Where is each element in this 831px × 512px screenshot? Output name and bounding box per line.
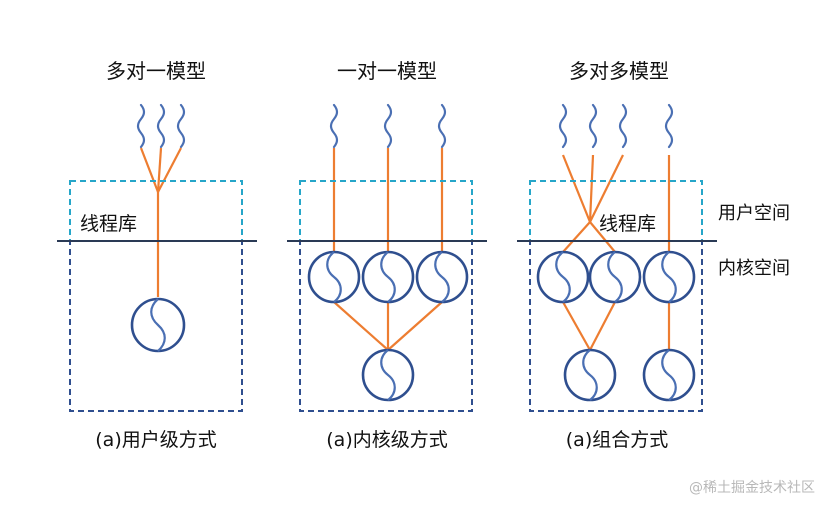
user-thread-icon bbox=[156, 103, 166, 149]
thread-library-label: 线程库 bbox=[599, 213, 656, 235]
kernel-thread-icon bbox=[588, 250, 642, 304]
mapping-line bbox=[589, 154, 624, 223]
mapping-line bbox=[562, 301, 591, 351]
user-space-box bbox=[299, 180, 473, 242]
kernel-thread-icon bbox=[415, 250, 469, 304]
mapping-line bbox=[588, 154, 595, 223]
user-thread-icon bbox=[329, 103, 339, 149]
kernel-thread-icon bbox=[130, 297, 186, 353]
mapping-line bbox=[562, 221, 591, 253]
panel-one-to-one: 一对一模型 bbox=[299, 59, 473, 412]
panel-caption: (a)内核级方式 bbox=[326, 429, 447, 451]
panel-title: 多对一模型 bbox=[106, 59, 206, 83]
panel-caption: (a)组合方式 bbox=[566, 429, 668, 451]
kernel-thread-icon bbox=[642, 348, 696, 402]
user-thread-icon bbox=[383, 103, 393, 149]
panel-many-to-many: 多对多模型 线程库 bbox=[529, 59, 703, 412]
panel-title: 一对一模型 bbox=[337, 59, 437, 83]
watermark: @稀土掘金技术社区 bbox=[689, 480, 815, 496]
kernel-thread-icon bbox=[642, 250, 696, 304]
user-space-box bbox=[529, 180, 703, 242]
mapping-line bbox=[139, 147, 160, 193]
panel-title: 多对多模型 bbox=[569, 59, 669, 83]
mapping-line bbox=[333, 301, 389, 351]
panel-many-to-one: 多对一模型 线程库 bbox=[69, 59, 243, 412]
panel-caption: (a)用户级方式 bbox=[95, 429, 216, 451]
user-space-label: 用户空间 bbox=[718, 203, 790, 224]
kernel-thread-icon bbox=[563, 348, 617, 402]
user-thread-icon bbox=[437, 103, 447, 149]
mapping-line bbox=[589, 301, 616, 351]
kernel-thread-icon bbox=[536, 250, 590, 304]
kernel-thread-icon bbox=[361, 348, 415, 402]
user-thread-icon bbox=[136, 103, 146, 149]
mapping-line bbox=[157, 147, 182, 193]
kernel-thread-icon bbox=[361, 250, 415, 304]
mapping-line bbox=[561, 154, 592, 223]
user-thread-icon bbox=[618, 103, 628, 149]
kernel-thread-icon bbox=[307, 250, 361, 304]
mapping-line bbox=[156, 147, 163, 193]
thread-library-label: 线程库 bbox=[80, 213, 137, 235]
user-space-box bbox=[69, 180, 243, 242]
user-thread-icon bbox=[558, 103, 568, 149]
user-thread-icon bbox=[176, 103, 186, 149]
mapping-line bbox=[589, 221, 616, 253]
user-thread-icon bbox=[588, 103, 598, 149]
user-thread-icon bbox=[664, 103, 674, 149]
mapping-line bbox=[387, 301, 443, 351]
kernel-space-label: 内核空间 bbox=[718, 258, 790, 279]
